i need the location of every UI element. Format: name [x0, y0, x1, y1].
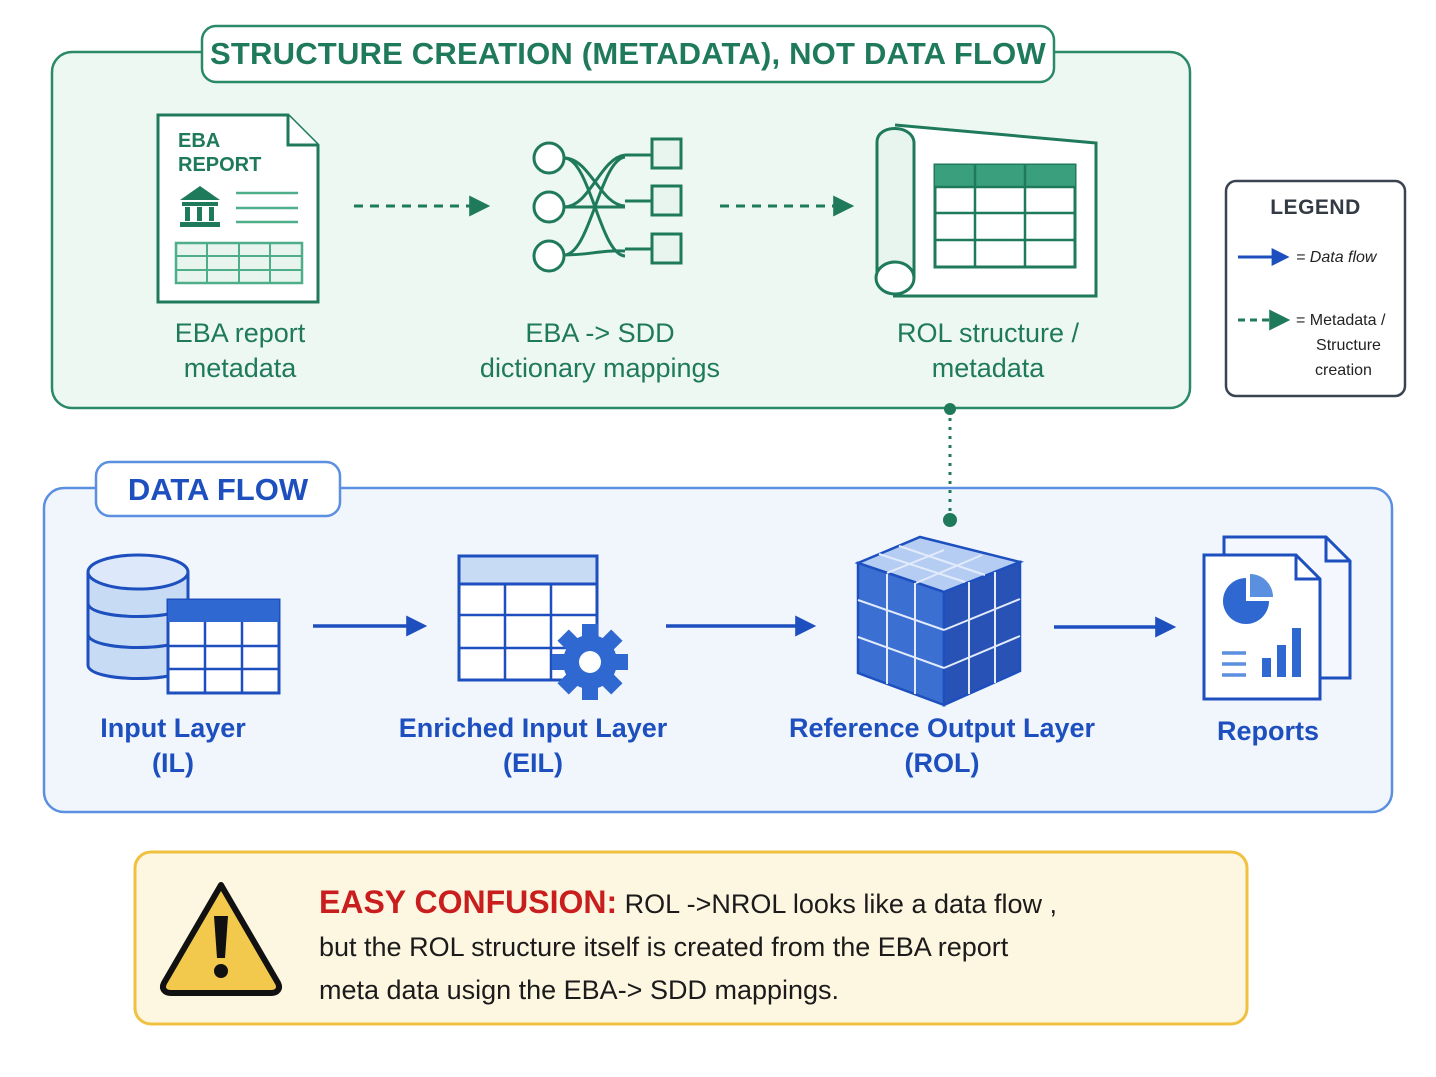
caption-line: Reports: [1216, 716, 1319, 746]
structure-scroll-table-icon: [874, 123, 1098, 298]
structure-to-rol-connector: [943, 403, 957, 527]
data-flow-title-box: [94, 460, 342, 518]
caption-line: metadata: [931, 353, 1045, 383]
data-flow-section-box: [42, 486, 1394, 814]
reports-documents-icon: [1202, 535, 1352, 701]
warning-line-1: EASY CONFUSION: ROL ->NROL looks like a …: [319, 881, 1057, 926]
caption-line: ROL structure /: [896, 318, 1080, 348]
eba-report-icon-label-line1: EBA: [178, 130, 221, 152]
eba-report-icon-label: EBA REPORT: [178, 129, 261, 177]
caption-line: metadata: [183, 353, 297, 383]
reference-output-layer-caption: Reference Output Layer (ROL): [772, 711, 1112, 781]
warning-line-2: but the ROL structure itself is created …: [319, 932, 1009, 962]
eba-report-icon-label-line2: REPORT: [178, 154, 262, 176]
eba-report-metadata-caption: EBA report metadata: [130, 316, 350, 386]
reports-caption: Reports: [1188, 714, 1348, 749]
legend-metadata-label-3: creation: [1315, 362, 1372, 379]
caption-line: EBA report: [174, 318, 306, 348]
mapping-network-icon: [532, 137, 683, 273]
caption-line: Enriched Input Layer: [398, 713, 668, 743]
legend-metadata-label-1: = Metadata /: [1296, 312, 1386, 329]
caption-line: (EIL): [503, 748, 563, 778]
legend-data-flow-label: = Data flow: [1296, 249, 1377, 266]
warning-text: EASY CONFUSION: ROL ->NROL looks like a …: [319, 881, 1057, 1012]
database-table-icon: [86, 553, 281, 695]
caption-line: (IL): [152, 748, 194, 778]
legend-title: LEGEND: [1270, 196, 1361, 219]
caption-line: (ROL): [904, 748, 980, 778]
enriched-input-layer-caption: Enriched Input Layer (EIL): [378, 711, 688, 781]
data-cube-icon: [854, 535, 1025, 707]
warning-box: [133, 850, 1249, 1026]
caption-line: EBA -> SDD: [525, 318, 675, 348]
caption-line: Reference Output Layer: [788, 713, 1096, 743]
table-gear-icon: [457, 554, 628, 700]
structure-title-box: [200, 24, 1056, 84]
legend-box: [1224, 179, 1407, 398]
warning-triangle-icon: [160, 882, 282, 996]
caption-line: Input Layer: [100, 713, 246, 743]
warning-line-3: meta data usign the EBA-> SDD mappings.: [319, 975, 840, 1005]
warning-line-1-text: ROL ->NROL looks like a data flow ,: [617, 889, 1058, 919]
structure-section-title: STRUCTURE CREATION (METADATA), NOT DATA …: [210, 36, 1046, 71]
eba-sdd-mappings-caption: EBA -> SDD dictionary mappings: [460, 316, 740, 386]
data-flow-section-title: DATA FLOW: [127, 472, 309, 507]
legend-metadata-label-2: Structure: [1316, 337, 1381, 354]
rol-structure-caption: ROL structure / metadata: [868, 316, 1108, 386]
eba-report-document-icon: [156, 113, 320, 304]
input-layer-caption: Input Layer (IL): [63, 711, 283, 781]
caption-line: dictionary mappings: [479, 353, 721, 383]
warning-heading: EASY CONFUSION:: [319, 884, 618, 920]
